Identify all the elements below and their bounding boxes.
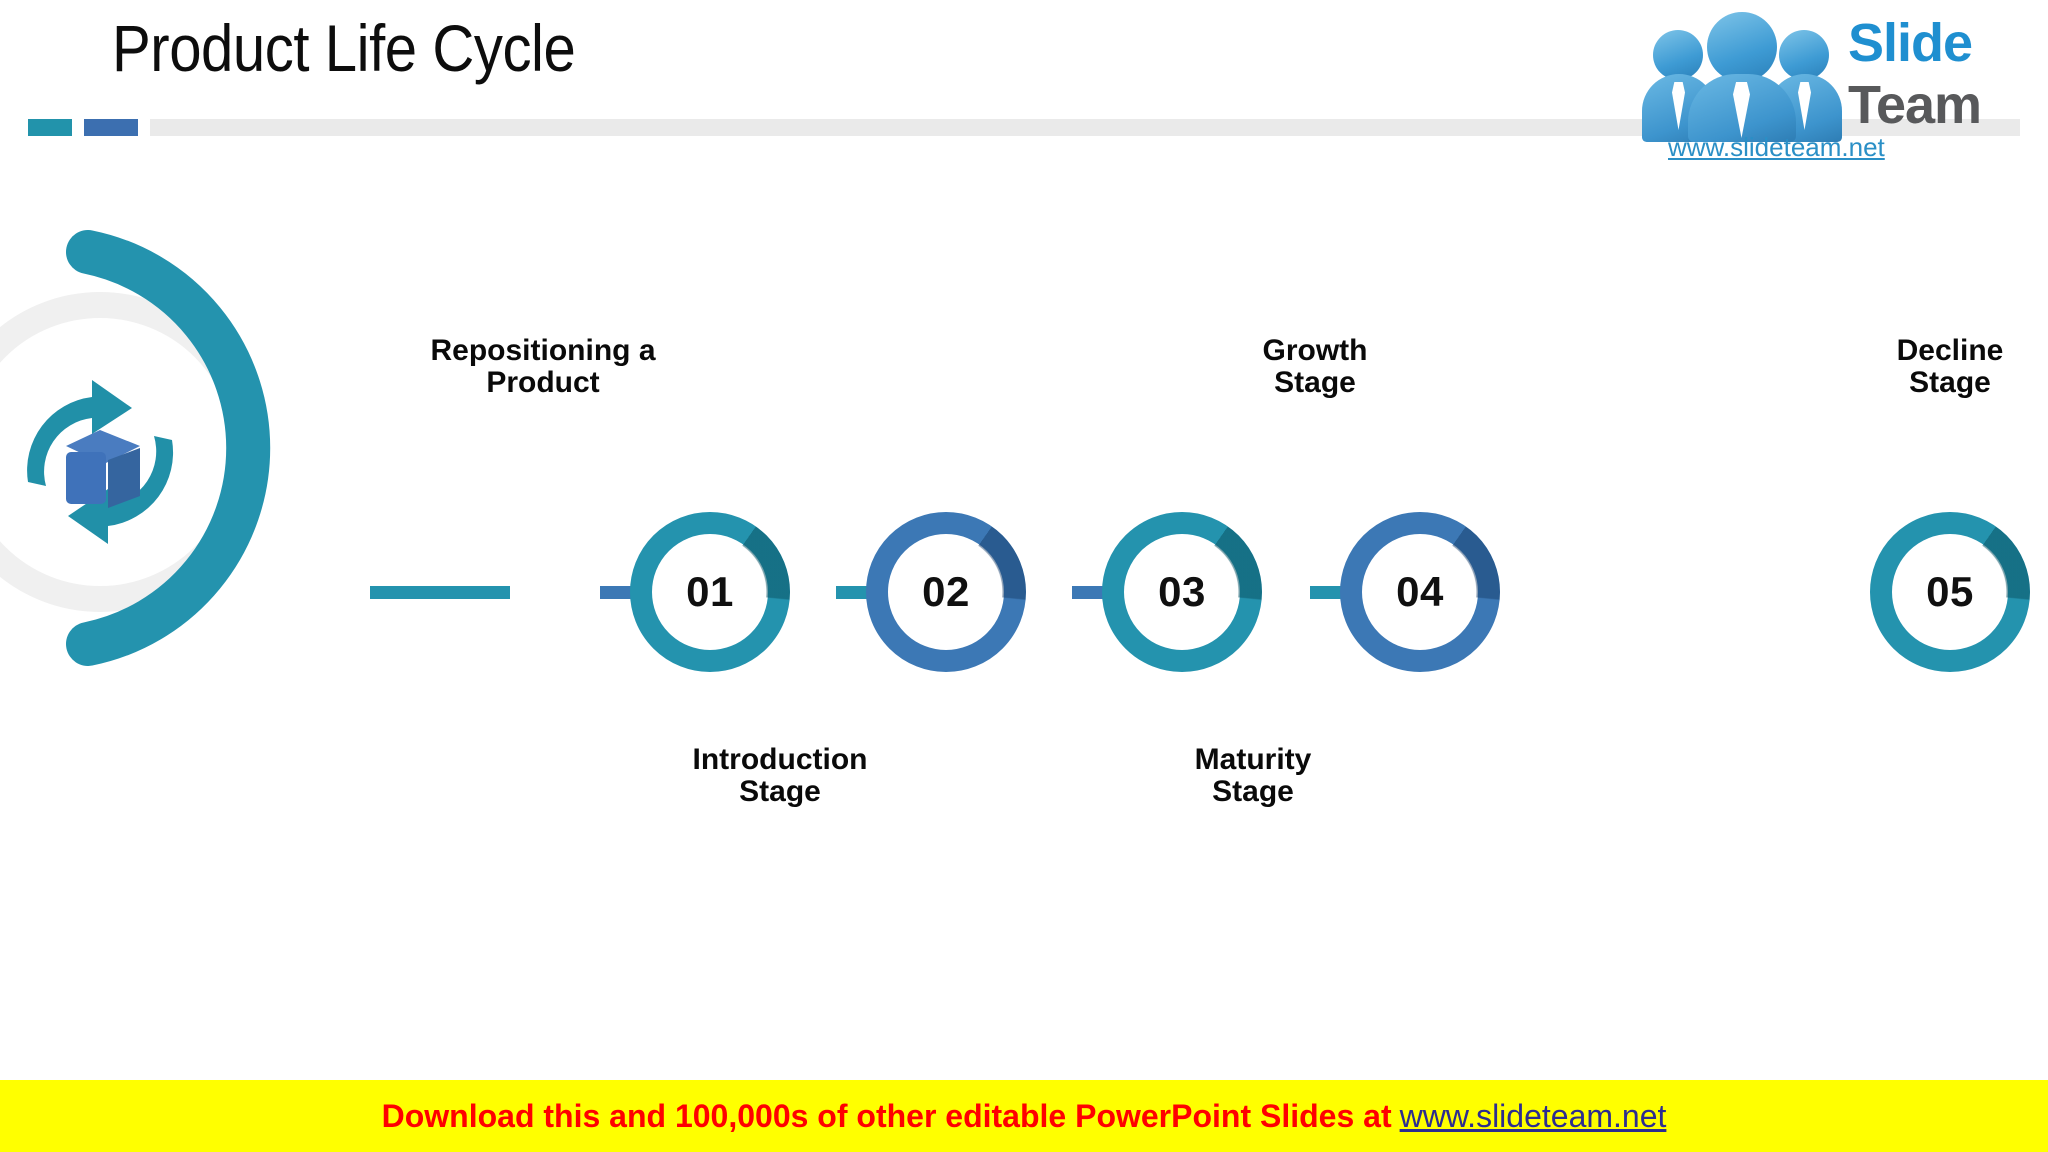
divider-segment-blue	[84, 119, 138, 136]
emblem-c-arc	[66, 230, 271, 666]
divider-segment-gray	[150, 119, 2020, 136]
timeline-node-04[interactable]: 04	[1340, 512, 1500, 672]
product-cycle-box-icon	[27, 380, 174, 544]
logo-word-team: Team	[1848, 75, 1982, 135]
node-label-01: Repositioning a Product	[430, 334, 656, 399]
logo-url-link[interactable]: www.slideteam.net	[1668, 132, 1885, 162]
node-label-03: Growth Stage	[1262, 334, 1368, 399]
title-divider	[28, 119, 2020, 136]
person-right-icon	[1768, 30, 1842, 142]
timeline-node-05[interactable]: 05	[1870, 512, 2030, 672]
timeline-node-01[interactable]: 01	[630, 512, 790, 672]
node-number-03: 03	[1158, 568, 1206, 615]
node-number-02: 02	[922, 568, 970, 615]
node-label-02: Introduction Stage	[692, 743, 868, 808]
node-label-04: Maturity Stage	[1194, 743, 1312, 808]
node-number-05: 05	[1926, 568, 1974, 615]
logo-word-slide: Slide	[1848, 13, 1973, 73]
node-label-05: Decline Stage	[1896, 334, 2004, 399]
banner-text: Download this and 100,000s of other edit…	[381, 1097, 1392, 1134]
page-title: Product Life Cycle	[112, 11, 576, 85]
slideteam-logo: Slide Team www.slideteam.net	[1620, 4, 2040, 194]
product-cycle-emblem	[0, 230, 390, 670]
connector-hub-to-01	[370, 586, 510, 599]
banner-link[interactable]: www.slideteam.net	[1399, 1097, 1667, 1134]
node-number-04: 04	[1396, 568, 1444, 615]
person-center-icon	[1688, 12, 1796, 142]
node-number-01: 01	[686, 568, 734, 615]
timeline-node-03[interactable]: 03	[1102, 512, 1262, 672]
timeline-node-02[interactable]: 02	[866, 512, 1026, 672]
three-people-icon	[1642, 12, 1842, 142]
download-banner: Download this and 100,000s of other edit…	[0, 1080, 2048, 1152]
divider-segment-teal	[28, 119, 72, 136]
